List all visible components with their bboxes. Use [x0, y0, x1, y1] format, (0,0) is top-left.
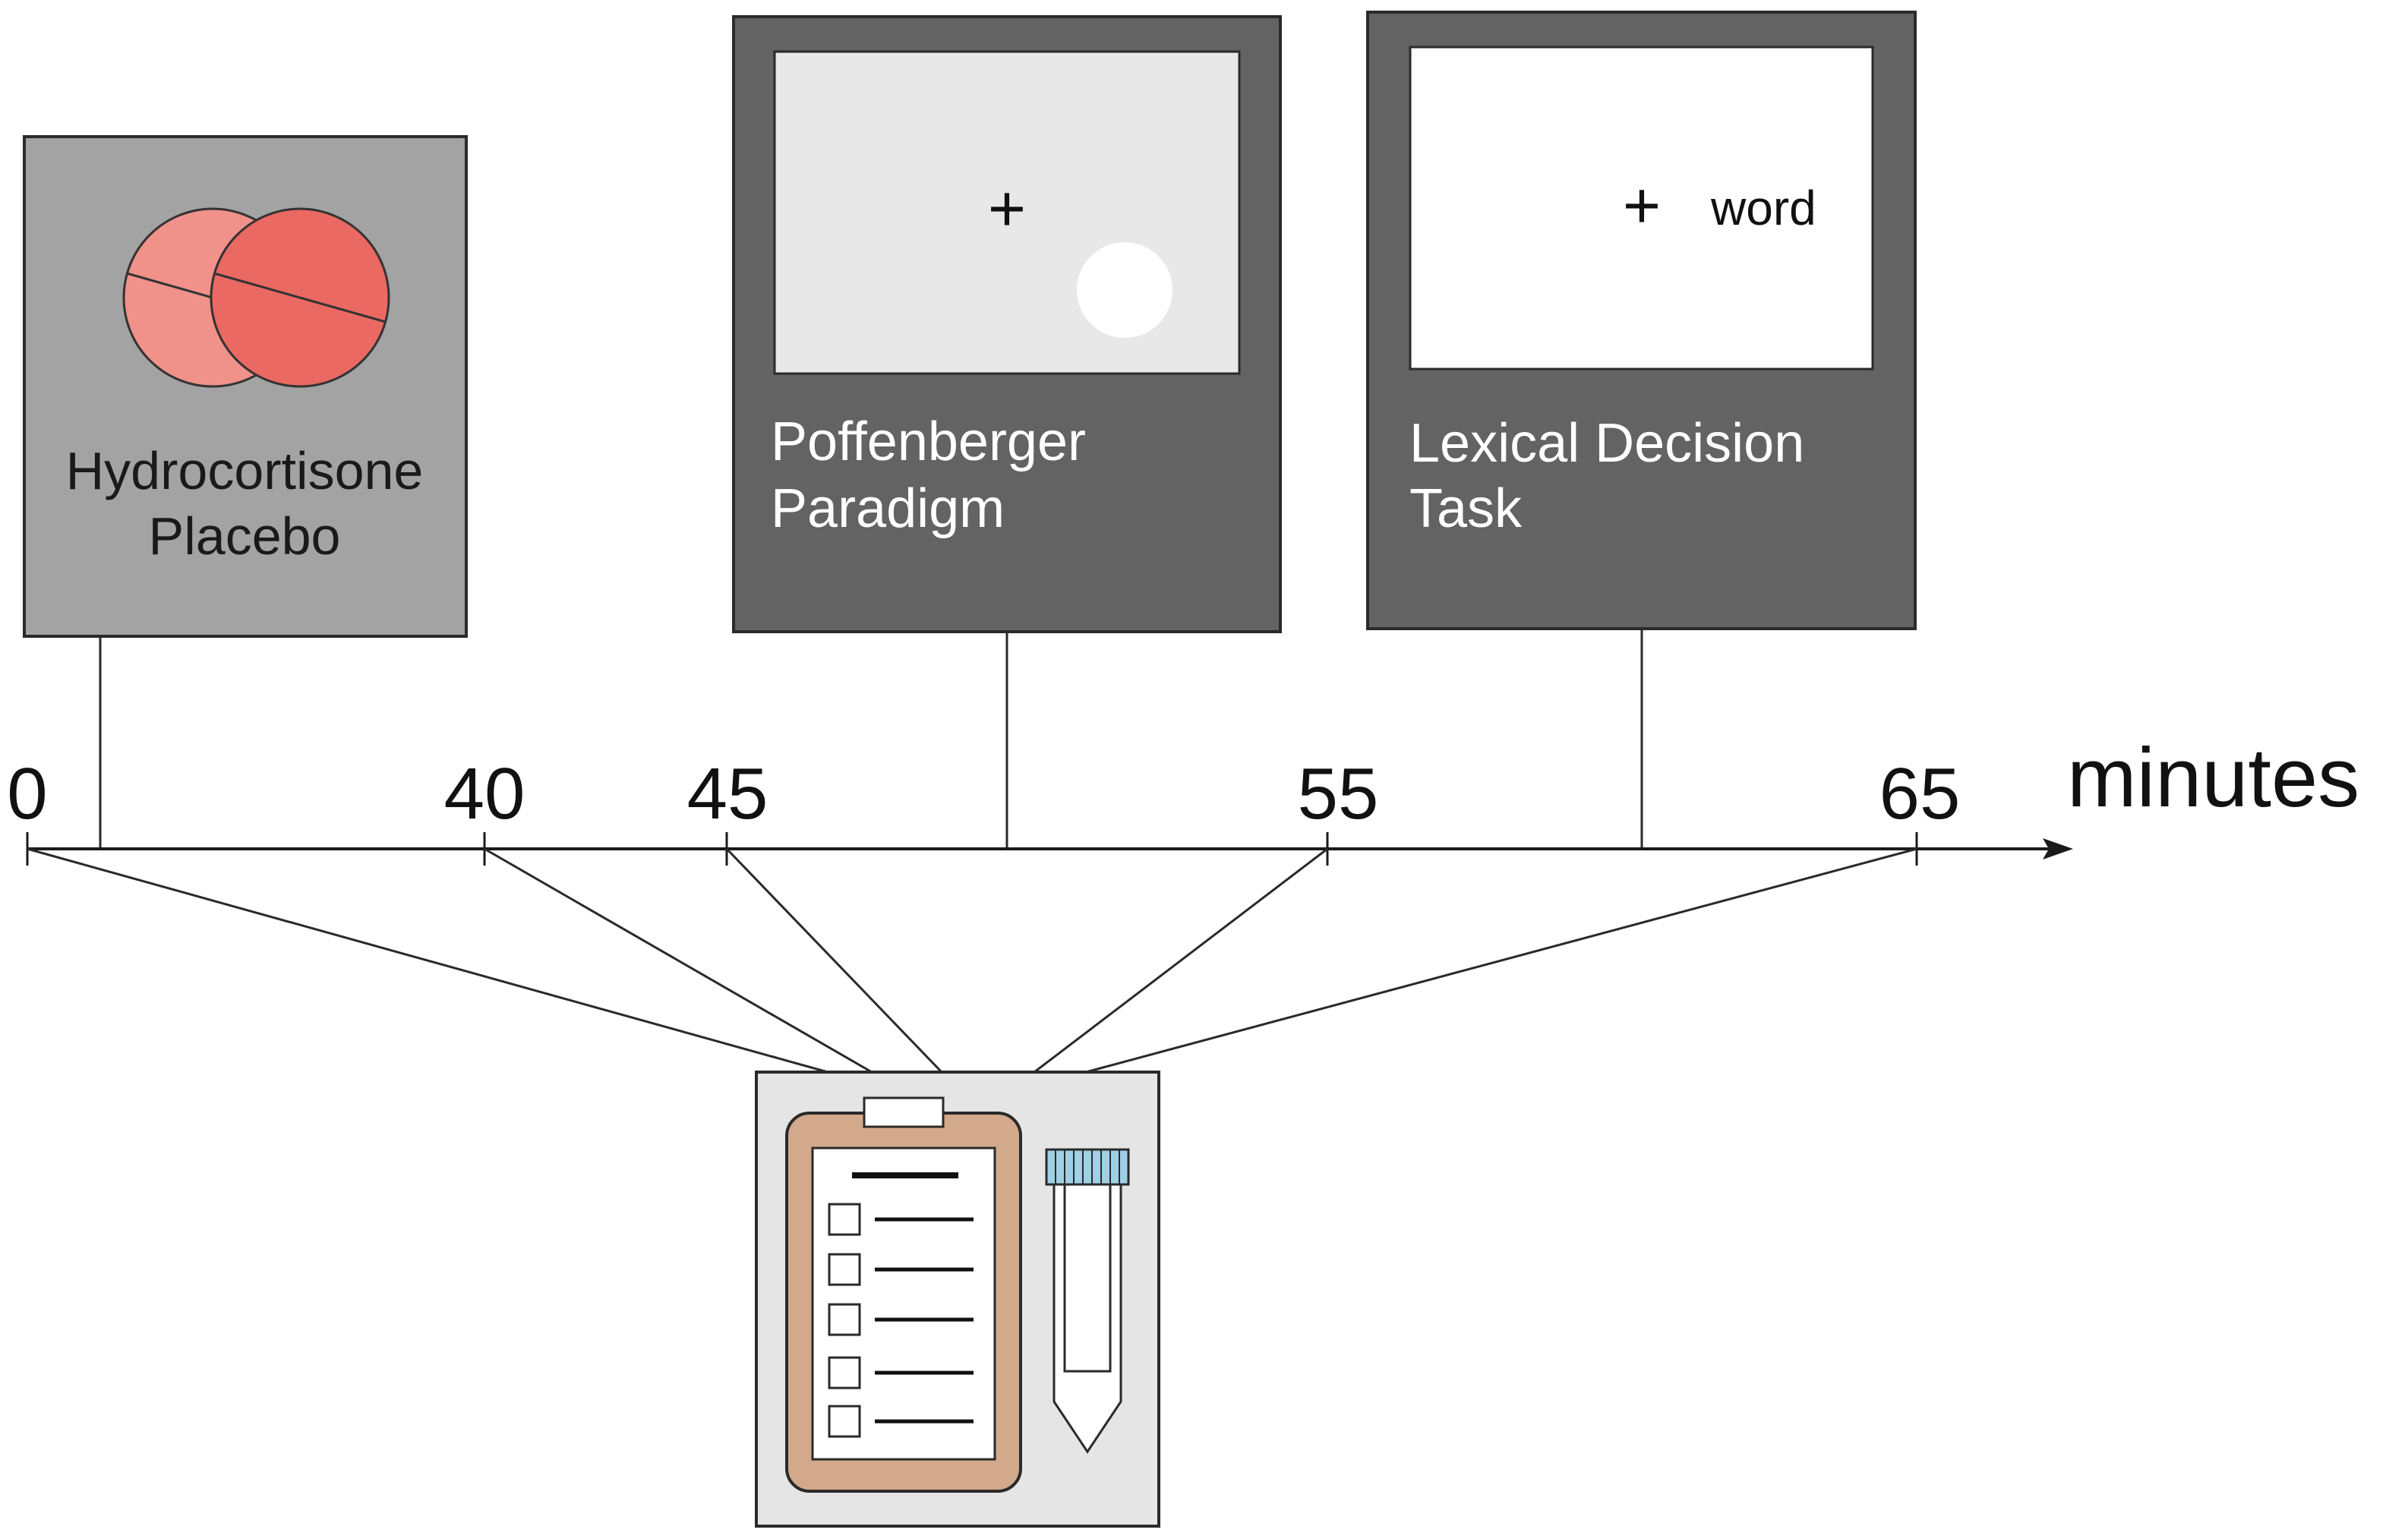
axis-unit-label: minutes [2067, 731, 2359, 825]
pill-icon [122, 207, 390, 388]
poffenberger-box: + Poffenberger Paradigm [732, 15, 1282, 633]
measurement-box [755, 1071, 1160, 1528]
tick-label-45: 45 [687, 753, 768, 834]
lexical-label-line2: Task [1409, 478, 1523, 539]
treatment-box: Hydrocortisone Placebo [23, 135, 468, 638]
tick-label-40: 40 [444, 753, 525, 834]
lexical-decision-box: + word Lexical Decision Task [1366, 11, 1917, 630]
treatment-label-line2: Placebo [149, 506, 341, 566]
tick-label-65: 65 [1879, 753, 1961, 834]
saliva-sample-tube-icon [1045, 1148, 1130, 1454]
poffenberger-fixation-cross: + [988, 172, 1026, 245]
white-circle-stimulus [1077, 242, 1172, 338]
poffenberger-label-line1: Poffenberger [771, 412, 1086, 472]
lexical-word-stimulus: word [1710, 181, 1816, 235]
tick-label-0: 0 [7, 753, 47, 834]
lexical-fixation-cross: + [1623, 169, 1661, 242]
measurement-connectors [27, 847, 1917, 1074]
treatment-label-line1: Hydrocortisone [66, 441, 424, 500]
poffenberger-label-line2: Paradigm [771, 478, 1005, 539]
clipboard-questionnaire-icon [785, 1096, 1022, 1493]
timeline-arrowhead [2043, 838, 2073, 859]
lexical-label-line1: Lexical Decision [1409, 413, 1804, 474]
lexical-screen [1409, 46, 1874, 371]
tick-label-55: 55 [1298, 753, 1379, 834]
timeline-axis: 0 40 45 55 65 minutes [7, 731, 2359, 866]
